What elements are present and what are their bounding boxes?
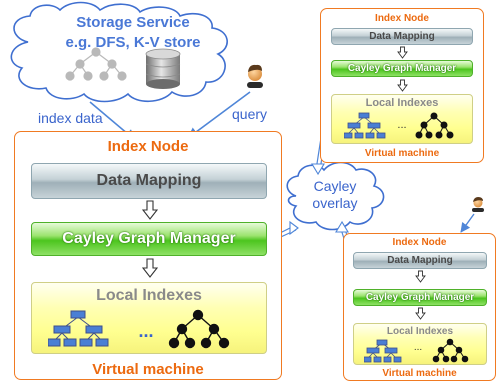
cayley-overlay-cloud xyxy=(286,161,385,231)
query-arrow xyxy=(187,91,251,139)
user-icon-small xyxy=(472,197,484,212)
top-right-cayley-graph-manager-box: Cayley Graph Manager xyxy=(331,60,473,77)
cayley-overlay-line1: Cayley xyxy=(313,178,357,194)
top-right-local-index-trees xyxy=(344,112,454,139)
main-virtual-machine-label: Virtual machine xyxy=(92,361,204,378)
cayley-overlay-line2: overlay xyxy=(312,195,358,211)
top-right-index-node: Index Node Data Mapping Cayley Graph Man… xyxy=(320,8,484,163)
main-down-arrow-1 xyxy=(141,200,159,225)
tree-icon xyxy=(168,309,230,349)
top-right-local-indexes-box: Local Indexes xyxy=(331,94,473,144)
bottom-right-index-node: Index Node Data Mapping Cayley Graph Man… xyxy=(343,233,496,381)
main-index-node: Index Node Data Mapping Cayley Graph Man… xyxy=(14,131,282,380)
bottom-right-down-arrow-2 xyxy=(415,307,426,325)
main-local-indexes-title: Local Indexes xyxy=(96,287,202,304)
database-icon xyxy=(145,48,181,89)
main-cayley-graph-manager-box: Cayley Graph Manager xyxy=(31,222,267,256)
bottom-right-cayley-graph-manager-box: Cayley Graph Manager xyxy=(353,289,487,306)
index-data-label: index data xyxy=(38,110,103,126)
bottom-right-local-index-trees xyxy=(364,338,469,363)
btree-icon xyxy=(48,310,109,347)
storage-tree-icon xyxy=(65,47,127,81)
main-local-index-trees xyxy=(48,309,230,349)
bottom-right-local-indexes-box: Local Indexes xyxy=(353,323,487,365)
top-right-virtual-machine-label: Virtual machine xyxy=(364,148,440,159)
top-right-down-arrow-1 xyxy=(397,46,408,64)
top-right-down-arrow-2 xyxy=(397,79,408,97)
query-label: query xyxy=(232,106,268,122)
main-index-node-title: Index Node xyxy=(107,138,189,155)
bottom-right-data-mapping-box: Data Mapping xyxy=(353,252,487,269)
bottom-right-index-node-title: Index Node xyxy=(392,237,447,248)
cayley-overlay-label: Cayley overlay xyxy=(300,178,370,212)
main-data-mapping-box: Data Mapping xyxy=(31,163,267,199)
bottom-right-virtual-machine-label: Virtual machine xyxy=(382,368,457,379)
bottom-right-local-indexes-title: Local Indexes xyxy=(386,326,454,337)
bottom-right-ellipsis: ... xyxy=(413,342,423,353)
top-right-data-mapping-box: Data Mapping xyxy=(331,28,473,45)
top-right-local-indexes-title: Local Indexes xyxy=(365,97,439,109)
user-icon xyxy=(247,64,263,88)
query-arrow-small xyxy=(460,213,475,233)
storage-service-title: Storage Service xyxy=(76,14,190,31)
main-ellipsis: ... xyxy=(138,321,154,341)
main-down-arrow-2 xyxy=(141,258,159,283)
top-right-ellipsis: ... xyxy=(397,119,407,131)
top-right-index-node-title: Index Node xyxy=(375,13,429,24)
main-local-indexes-box: Local Indexes xyxy=(31,282,267,354)
storage-service-subtitle: e.g. DFS, K-V store xyxy=(65,34,201,51)
bottom-right-down-arrow-1 xyxy=(415,270,426,288)
